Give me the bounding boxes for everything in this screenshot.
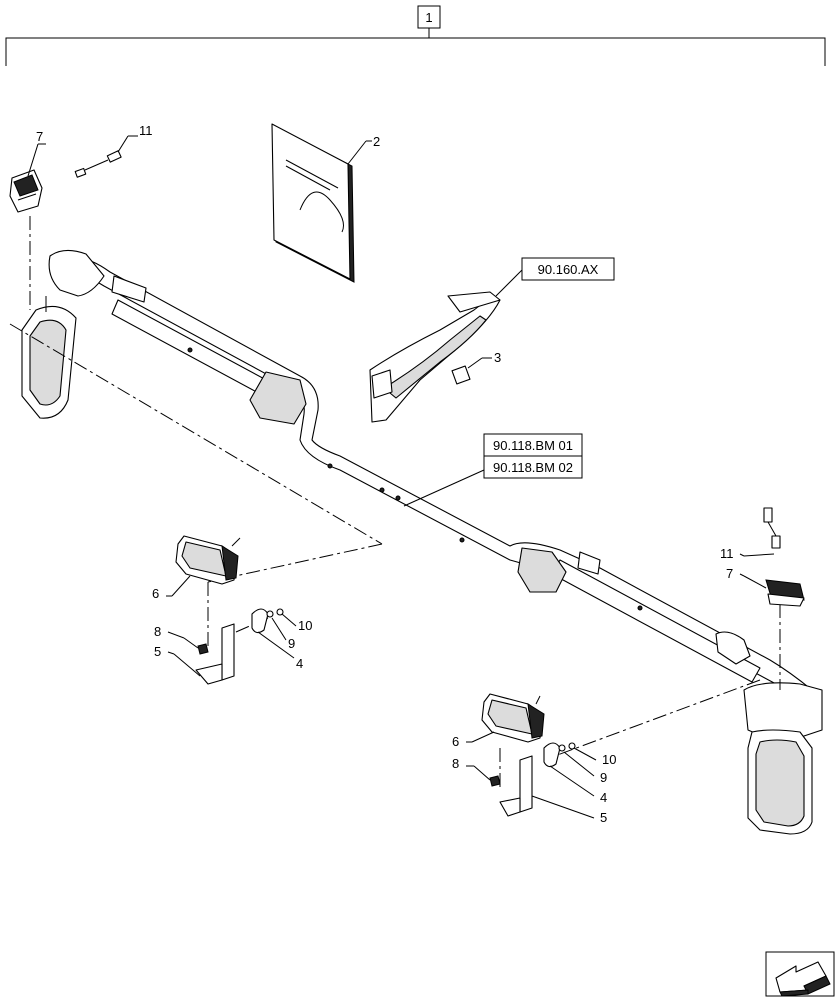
mirror-support-bar [48,249,813,701]
callout-right-11: 11 [720,546,734,561]
center-bracket-kit: 3 90.160.AX [369,257,615,423]
alignment-lines [9,216,781,790]
callout-right-7: 7 [726,566,733,581]
callout-left-10: 10 [298,618,312,633]
callout-right-4: 4 [600,790,607,805]
operator-manual: 2 [271,123,380,283]
left-lamp-assembly: 6 8 5 10 9 4 [152,535,312,685]
reference-90-118-bm-01: 90.118.BM 01 [493,438,573,453]
reference-90-118-bm-02: 90.118.BM 02 [493,460,573,475]
right-upper-work-lamp: 11 7 [720,507,805,607]
callout-left-9: 9 [288,636,295,651]
callout-left-6: 6 [152,586,159,601]
callout-left-7: 7 [36,129,43,144]
reference-90-160-ax: 90.160.AX [538,262,599,277]
callout-right-5: 5 [600,810,607,825]
callout-right-8: 8 [452,756,459,771]
left-mirror-head [21,296,77,419]
callout-right-9: 9 [600,770,607,785]
callout-left-8: 8 [154,624,161,639]
direction-arrow-icon [765,951,835,997]
callout-right-6: 6 [452,734,459,749]
assembly-number: 1 [425,10,432,25]
upper-left-harness: 11 [74,123,153,178]
right-lamp-assembly: 6 8 10 9 4 5 [452,693,616,825]
callout-left-11: 11 [139,123,153,138]
callout-right-10: 10 [602,752,616,767]
callout-3: 3 [494,350,501,365]
assembly-bracket: 1 [5,5,826,66]
callout-2: 2 [373,134,380,149]
reference-bar-group: 90.118.BM 01 90.118.BM 02 [403,433,583,507]
callout-left-5: 5 [154,644,161,659]
right-mirror-head [715,631,823,835]
callout-left-4: 4 [296,656,303,671]
upper-left-work-lamp: 7 [9,129,46,213]
